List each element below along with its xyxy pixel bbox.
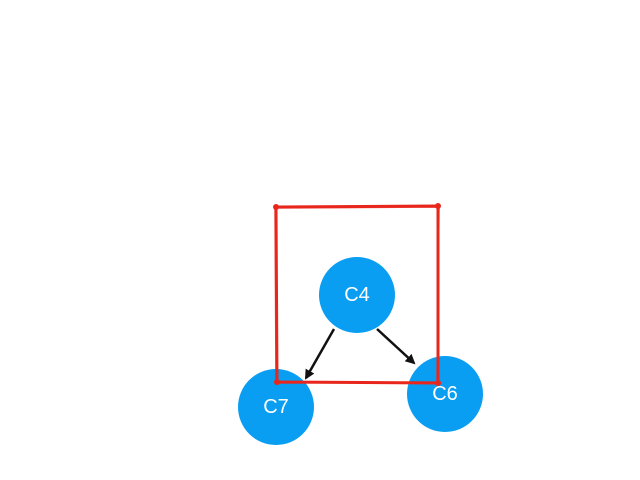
highlight-box-corner-bl [274,379,280,385]
highlight-box [273,203,441,386]
node-c4-circle [319,257,395,333]
node-c4-label: C4 [344,284,370,306]
node-c6: C6 [407,356,483,432]
highlight-box-corner-tr [435,203,441,209]
node-c6-circle [407,356,483,432]
node-c4: C4 [319,257,395,333]
highlight-box-corner-tl [273,204,279,210]
edge-c4-to-c7-arrow [304,328,336,380]
node-c7: C7 [238,369,314,445]
node-c7-label: C7 [263,396,289,418]
highlight-box-corner-br [435,380,441,386]
node-c6-label: C6 [432,383,458,405]
node-c7-circle [238,369,314,445]
edge-c4-to-c6-arrow [376,328,416,365]
